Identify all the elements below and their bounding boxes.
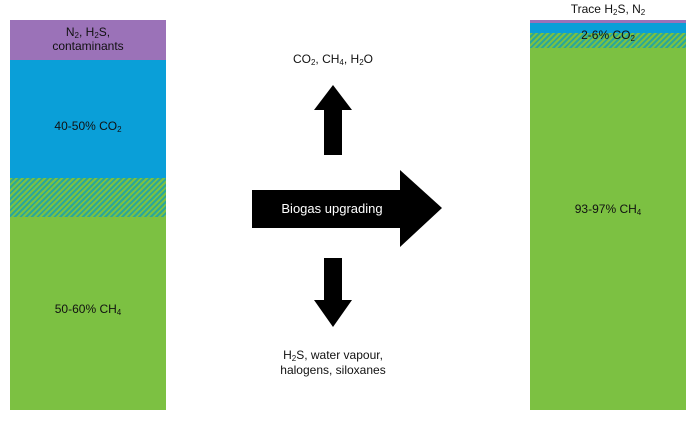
right-arrow-icon [252, 170, 442, 247]
trace-label: Trace H2S, N2 [570, 2, 646, 17]
co2-ch4-overlap-segment [10, 178, 166, 217]
ch4-segment [530, 48, 686, 410]
contaminants-label: N2, H2S, contaminants [52, 25, 124, 53]
upgraded-biogas-bar: 2-6% CO2 93-97% CH4 [530, 20, 686, 410]
ch4-label: 93-97% CH4 [574, 202, 642, 217]
down-arrow-icon [314, 258, 352, 327]
up-arrow-icon [314, 85, 352, 155]
raw-biogas-bar: N2, H2S, contaminants 40-50% CO2 50-60% … [10, 20, 166, 410]
co2-segment [530, 23, 686, 33]
contaminants-segment [10, 20, 166, 60]
co2-segment [10, 60, 166, 178]
trace-segment [530, 20, 686, 23]
ch4-segment [10, 217, 166, 410]
biogas-upgrading-label: Biogas upgrading [281, 201, 383, 216]
removed-top-label: CO2, CH4, H2O [292, 52, 374, 67]
removed-bottom-label: H2S, water vapour, halogens, siloxanes [280, 348, 386, 377]
co2-label: 2-6% CO2 [581, 28, 635, 43]
co2-ch4-overlap-segment [530, 33, 686, 48]
ch4-label: 50-60% CH4 [54, 302, 122, 317]
co2-label: 40-50% CO2 [54, 119, 122, 134]
